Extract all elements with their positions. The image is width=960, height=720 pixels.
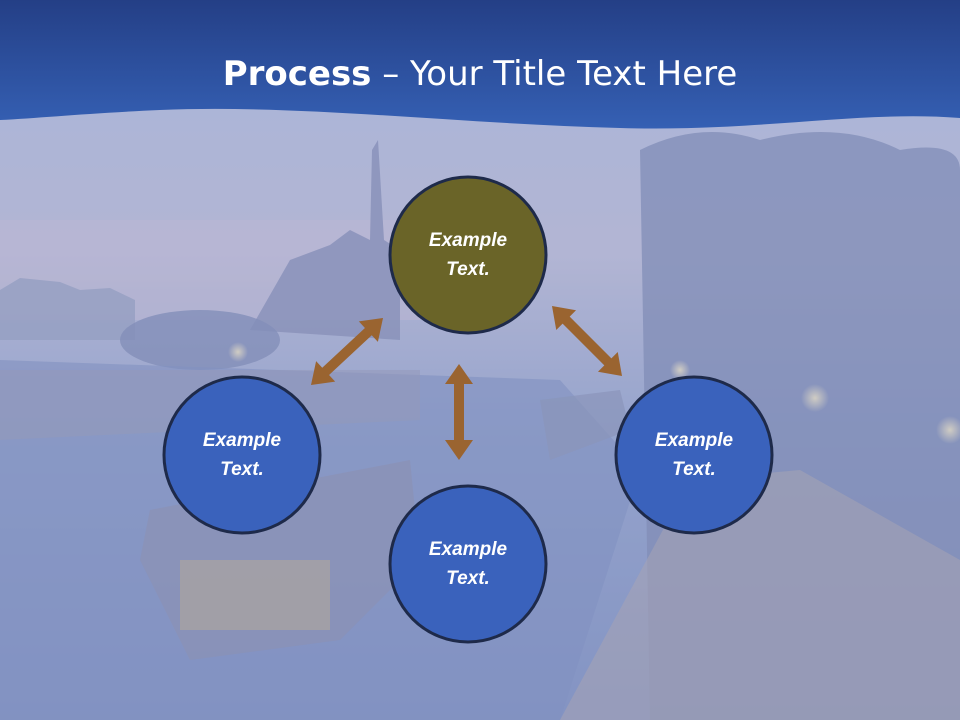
circle-right-line1: Example: [654, 430, 734, 451]
circle-right-line2: Text.: [672, 459, 716, 480]
title-rest: – Your Title Text Here: [371, 54, 738, 94]
arrow-center-left-shape: [311, 318, 383, 385]
arrow-center-left: [311, 318, 383, 385]
page-title: Process – Your Title Text Here: [0, 50, 960, 98]
circle-bottom-text: Example Text.: [398, 535, 538, 593]
circle-center-text: Example Text.: [398, 226, 538, 284]
circle-bottom-line1: Example: [428, 539, 508, 560]
arrow-center-right: [552, 306, 622, 376]
circle-left-text: Example Text.: [172, 426, 312, 484]
circle-right: [614, 375, 774, 535]
arrow-center-right-shape: [552, 306, 622, 376]
title-bold: Process: [222, 54, 372, 94]
circle-left-line1: Example: [202, 430, 282, 451]
circle-center-line1: Example: [428, 230, 508, 251]
circle-left: [162, 375, 322, 535]
arrow-center-bottom: [445, 364, 473, 460]
header-band: [0, 0, 960, 129]
circle-center: [388, 175, 548, 335]
circle-right-text: Example Text.: [624, 426, 764, 484]
arrow-center-bottom-shape: [445, 364, 473, 460]
circle-bottom: [388, 484, 548, 644]
circle-left-line2: Text.: [220, 459, 264, 480]
circle-center-line2: Text.: [446, 259, 490, 280]
circle-bottom-line2: Text.: [446, 568, 490, 589]
